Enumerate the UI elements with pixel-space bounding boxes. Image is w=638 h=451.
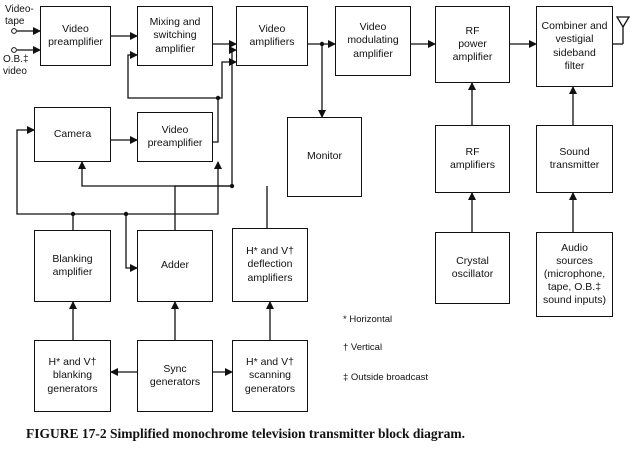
adder-block: Adder — [137, 230, 213, 302]
wire-preamp2-videoamps — [218, 58, 237, 99]
junction-preamp2 — [215, 95, 221, 101]
rf-amplifiers-block: RF amplifiers — [435, 125, 510, 193]
video-preamplifier-2-block: Video preamplifier — [137, 112, 213, 162]
rf-power-amplifier-block: RF power amplifier — [435, 6, 510, 83]
wire-bus-camera — [78, 161, 232, 187]
legend-outside-broadcast: ‡ Outside broadcast — [343, 372, 429, 383]
legend-vertical: † Vertical — [343, 342, 383, 353]
blanking-generators-block: H* and V† blanking generators — [34, 340, 111, 412]
antenna-icon — [615, 16, 631, 29]
combiner-vestigial-filter-block: Combiner and vestigial sideband filter — [536, 6, 613, 87]
junction-bus-mid — [123, 211, 129, 217]
video-preamplifier-block: Video preamplifier — [40, 6, 111, 66]
audio-sources-block: Audio sources (microphone, tape, O.B.‡ s… — [536, 232, 613, 317]
scanning-generators-block: H* and V† scanning generators — [232, 340, 308, 412]
video-modulating-amplifier-block: Video modulating amplifier — [335, 6, 411, 76]
junction-deflection — [229, 183, 235, 189]
legend-horizontal: * Horizontal — [343, 314, 393, 325]
videotape-input-label: Video- tape — [5, 4, 34, 27]
ob-video-input-label: O.B.‡ video — [3, 54, 29, 77]
monitor-block: Monitor — [287, 117, 362, 197]
sync-generators-block: Sync generators — [137, 340, 213, 412]
sound-transmitter-block: Sound transmitter — [536, 125, 613, 193]
video-amplifiers-block: Video amplifiers — [236, 6, 308, 66]
wire-bus-preamp2 — [126, 161, 222, 215]
ob-video-terminal — [11, 47, 17, 53]
junction-bus-left — [70, 211, 76, 217]
camera-block: Camera — [34, 107, 111, 162]
crystal-oscillator-block: Crystal oscillator — [435, 232, 510, 304]
blanking-amplifier-block: Blanking amplifier — [34, 230, 111, 302]
junction-monitor — [319, 41, 325, 47]
deflection-amplifiers-block: H* and V† deflection amplifiers — [232, 228, 308, 302]
wire-preamp2-mixing — [127, 51, 219, 143]
videotape-terminal — [11, 28, 17, 34]
wire-bus-right — [73, 213, 138, 272]
figure-caption: FIGURE 17-2 Simplified monochrome televi… — [26, 426, 465, 441]
wire-bus-left — [16, 126, 73, 215]
mixing-switching-amplifier-block: Mixing and switching amplifier — [137, 6, 213, 66]
